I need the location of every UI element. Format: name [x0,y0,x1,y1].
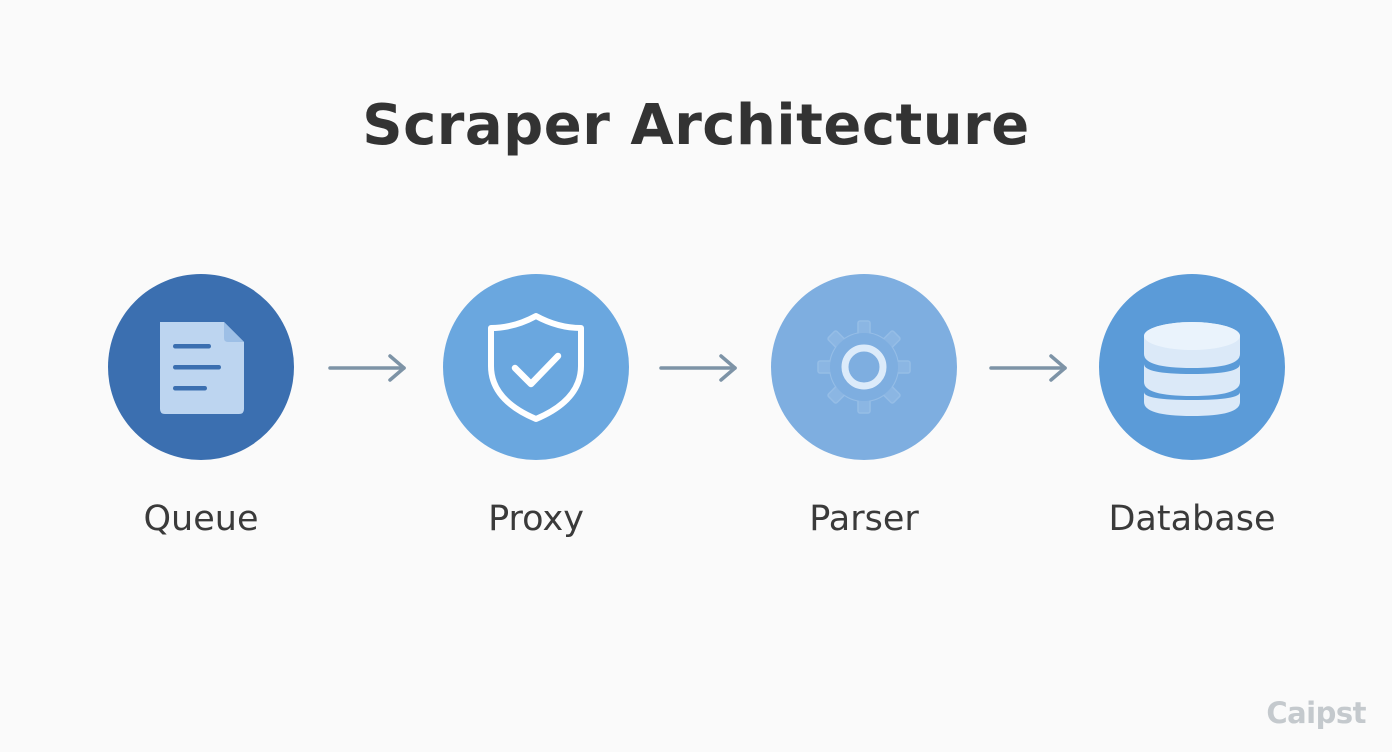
arrow-parser-to-database [989,354,1067,382]
database-label: Database [1108,499,1276,539]
arrow-proxy-to-parser [659,354,737,382]
queue-node [108,274,294,460]
diagram-title: Scraper Architecture [362,93,1030,158]
proxy-label: Proxy [488,499,584,539]
database-icon [1144,322,1240,416]
parser-label: Parser [809,499,919,539]
arrow-queue-to-proxy [328,354,406,382]
proxy-node [443,274,629,460]
database-node [1099,274,1285,460]
parser-node [771,274,957,460]
gear-icon [817,320,911,414]
shield-check-icon [488,313,584,422]
watermark-logo: Caipst [1266,696,1366,730]
queue-label: Queue [143,499,259,539]
document-icon [160,322,244,414]
